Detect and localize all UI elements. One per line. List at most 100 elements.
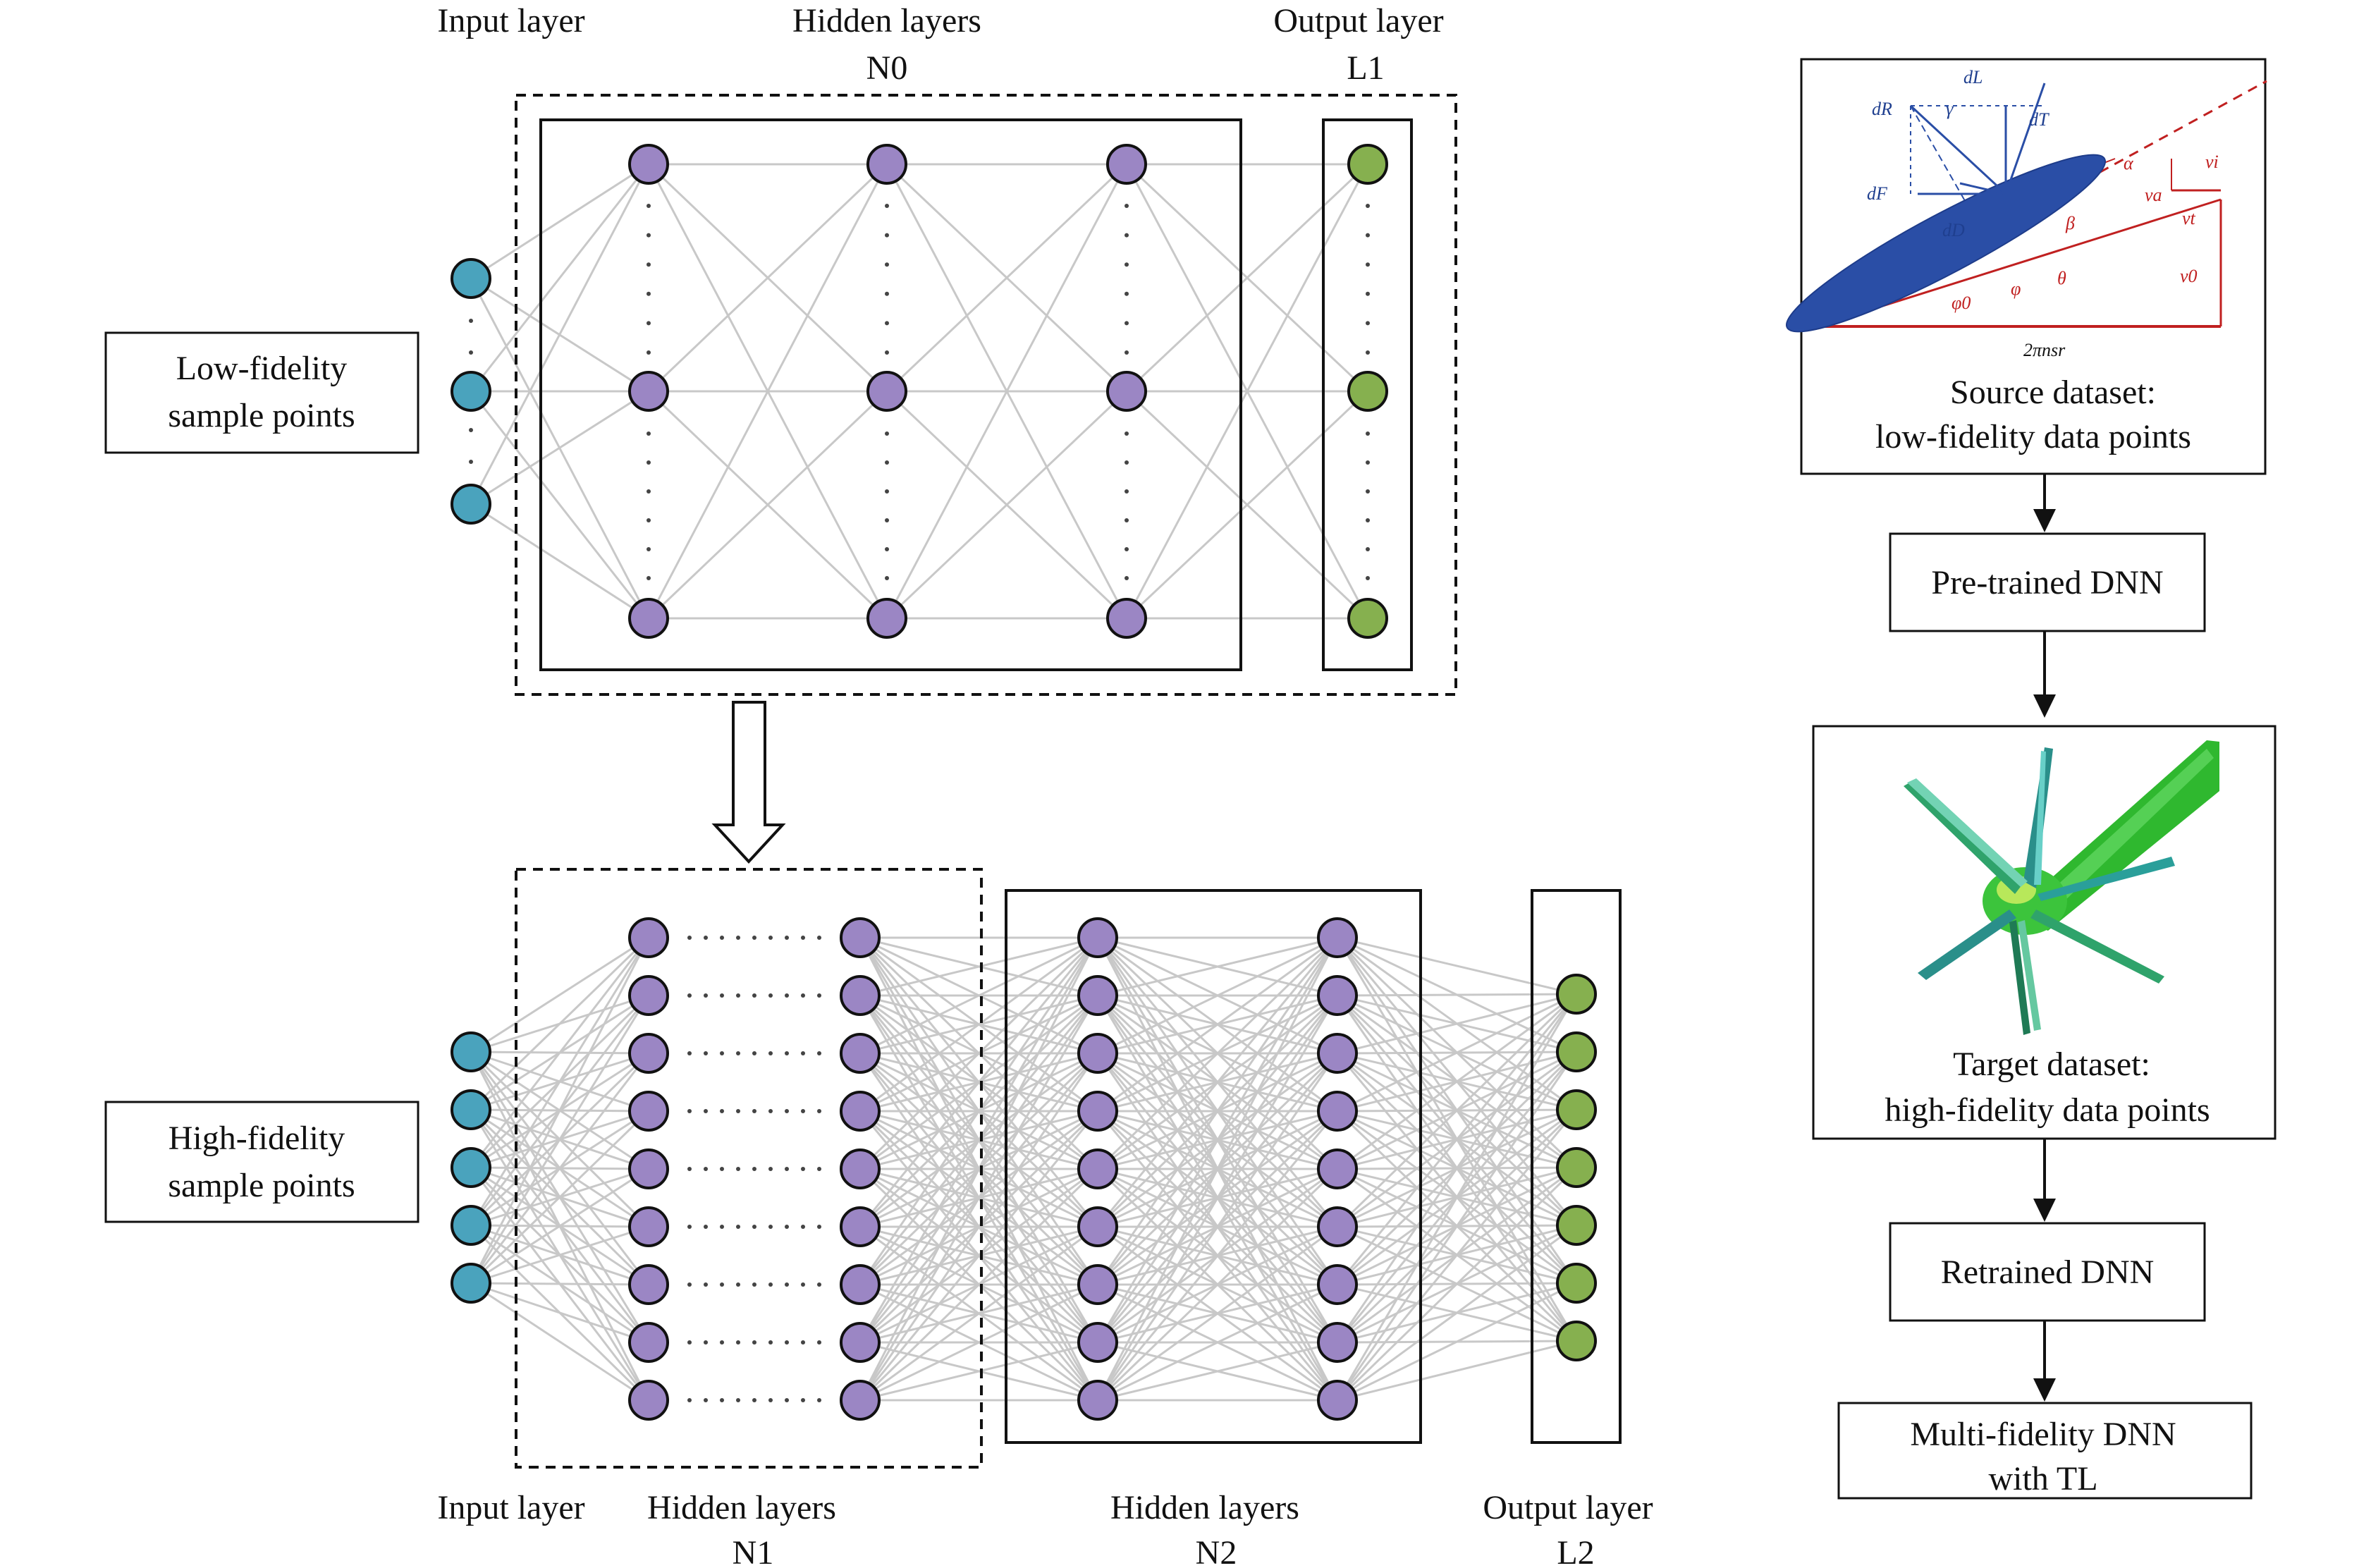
ellipsis-dot	[768, 1225, 773, 1229]
output-node	[1556, 1205, 1597, 1246]
bottom-edge	[1337, 993, 1577, 1170]
hidden-node	[1077, 917, 1118, 958]
hidden-node	[840, 1322, 881, 1363]
multi-fidelity-line1: Multi-fidelity DNN	[1910, 1416, 2176, 1453]
ellipsis-dot	[704, 1398, 708, 1402]
dd-label: dD	[1942, 220, 1965, 240]
ellipsis-dot	[704, 936, 708, 940]
ellipsis-dot	[1366, 262, 1370, 267]
ellipsis-dot	[720, 1109, 724, 1113]
ellipsis-dot	[1366, 431, 1370, 436]
bottom-edge	[1097, 936, 1338, 1113]
ellipsis-dot	[647, 321, 651, 326]
top-edge	[1125, 164, 1369, 619]
ellipsis-dot	[752, 1051, 756, 1055]
input-node	[451, 1147, 491, 1188]
ellipsis-dot	[817, 1225, 821, 1229]
top-network-nodes	[451, 144, 1388, 639]
ellipsis-dot	[885, 576, 889, 580]
bottom-edge	[859, 1168, 1099, 1402]
input-node	[451, 1089, 491, 1130]
output-node	[1347, 598, 1388, 639]
hidden-node	[628, 1091, 669, 1132]
top-edge	[470, 390, 649, 506]
output-node	[1556, 974, 1597, 1015]
top-edge	[470, 391, 650, 619]
ellipsis-dot	[704, 1282, 708, 1287]
ellipsis-dot	[469, 319, 473, 323]
ellipsis-dot	[785, 1340, 789, 1345]
hidden-node	[628, 1149, 669, 1189]
bottom-edge	[470, 1282, 649, 1286]
ellipsis-dot	[801, 1109, 805, 1113]
ellipsis-dot	[704, 1109, 708, 1113]
high-fidelity-line1: High-fidelity	[168, 1120, 345, 1157]
ellipsis-dot	[885, 460, 889, 465]
ellipsis-dot	[752, 1109, 756, 1113]
ellipsis-dot	[785, 1225, 789, 1229]
ellipsis-dot	[720, 1225, 724, 1229]
bottom-hidden1-id: N1	[733, 1534, 774, 1568]
bottom-output-id: L2	[1557, 1534, 1594, 1568]
bottom-edge	[1097, 1283, 1338, 1402]
bottom-edge	[1096, 1168, 1339, 1402]
top-hidden-id: N0	[866, 49, 908, 87]
ellipsis-dot	[1125, 489, 1129, 494]
hidden-node	[1077, 1264, 1118, 1305]
bottom-edge	[1336, 1051, 1578, 1401]
ellipsis-dot	[885, 350, 889, 355]
bottom-edge	[859, 937, 1099, 1343]
ellipsis-dot	[817, 1340, 821, 1345]
span-label: 2πnsr	[2023, 340, 2066, 360]
hidden-node	[866, 371, 907, 412]
bottom-edge	[1337, 936, 1577, 996]
ellipsis-dot	[785, 936, 789, 940]
input-node	[451, 371, 491, 412]
ellipsis-dot	[720, 1340, 724, 1345]
ellipsis-dot	[1125, 350, 1129, 355]
ellipsis-dot	[736, 936, 740, 940]
top-output-layer-label: Output layer	[1273, 2, 1443, 39]
source-caption-line1: Source dataset:	[1950, 374, 2156, 411]
bottom-edge	[859, 1283, 1098, 1402]
ellipsis-dot	[647, 233, 651, 238]
hidden-node	[840, 1149, 881, 1189]
retrained-dnn-label: Retrained DNN	[1941, 1254, 2155, 1291]
top-output-id: L1	[1347, 49, 1384, 87]
ellipsis-dot	[1125, 431, 1129, 436]
hidden-node	[1317, 1091, 1358, 1132]
ellipsis-dot	[801, 1225, 805, 1229]
hidden-node	[840, 1206, 881, 1247]
bottom-edge	[859, 936, 1098, 1055]
pretrained-dnn-label: Pre-trained DNN	[1931, 564, 2163, 601]
ellipsis-dot	[1125, 576, 1129, 580]
bottom-edge	[859, 937, 1099, 1227]
ellipsis-dot	[785, 1398, 789, 1402]
ellipsis-dot	[1366, 518, 1370, 522]
bottom-edge	[1337, 1224, 1577, 1402]
bottom-edge	[1096, 937, 1339, 1227]
ellipsis-dot	[752, 1225, 756, 1229]
hidden-node	[1317, 1033, 1358, 1074]
ellipsis-dot	[817, 1167, 821, 1171]
hidden-node	[840, 1264, 881, 1305]
high-fidelity-line2: sample points	[168, 1167, 355, 1204]
transfer-arrow	[711, 701, 786, 864]
output-layer-l2-box	[1531, 889, 1622, 1444]
bottom-edge	[1337, 993, 1577, 1113]
ellipsis-dot	[469, 428, 473, 432]
hidden-node	[1317, 975, 1358, 1016]
output-node	[1347, 371, 1388, 412]
hidden-node	[866, 144, 907, 185]
ellipsis-dot	[720, 1282, 724, 1287]
bottom-edge	[859, 1225, 1098, 1402]
bottom-edge	[1336, 1109, 1578, 1401]
ellipsis-dot	[736, 993, 740, 998]
hidden-node	[628, 1206, 669, 1247]
hidden-node	[1106, 144, 1147, 185]
bottom-edge	[859, 1110, 1099, 1401]
input-node	[451, 1263, 491, 1304]
top-edge	[1125, 163, 1369, 393]
ellipsis-dot	[801, 1167, 805, 1171]
ellipsis-dot	[704, 1167, 708, 1171]
